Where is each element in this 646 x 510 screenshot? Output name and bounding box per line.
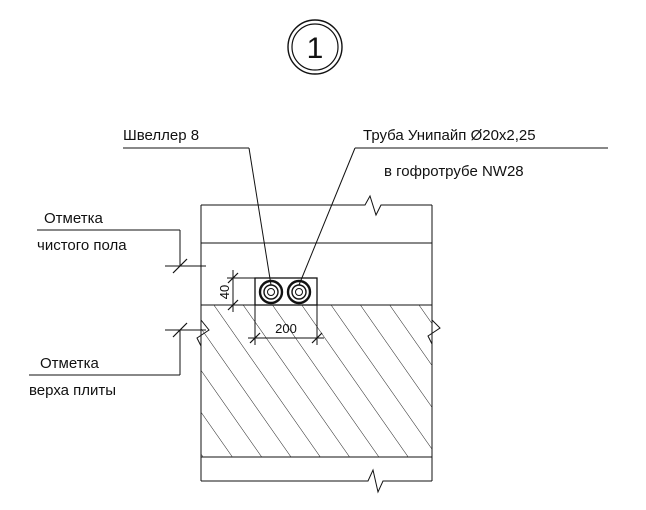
pipe-right [286, 279, 312, 305]
slab-mark-line2: верха плиты [29, 382, 116, 399]
detail-bubble-inner-circle [291, 23, 339, 71]
channel-label: Швеллер 8 [123, 127, 199, 144]
width-dimension: 200 [248, 305, 324, 345]
pipe-label-line2: в гофротрубе NW28 [384, 163, 524, 180]
detail-number: 1 [307, 32, 324, 65]
slab-level-mark: Отметка верха плиты [29, 322, 206, 399]
floor-level-mark: Отметка чистого пола [37, 210, 206, 274]
bottom-break-line [201, 468, 432, 494]
height-dimension: 40 [217, 270, 255, 312]
channel-assembly [254, 277, 318, 306]
detail-bubble-circle [287, 19, 343, 75]
leader-lines [123, 147, 608, 286]
width-dimension-value: 200 [275, 321, 297, 336]
pipe-label-line1: Труба Унипайп Ø20x2,25 [363, 127, 536, 144]
floor-mark-line1: Отметка [44, 210, 103, 227]
slab-mark-line1: Отметка [40, 355, 99, 372]
floor-mark-line2: чистого пола [37, 237, 127, 254]
top-break-line [201, 194, 432, 217]
height-dimension-value: 40 [217, 285, 232, 299]
detail-bubble: 1 [287, 19, 343, 75]
